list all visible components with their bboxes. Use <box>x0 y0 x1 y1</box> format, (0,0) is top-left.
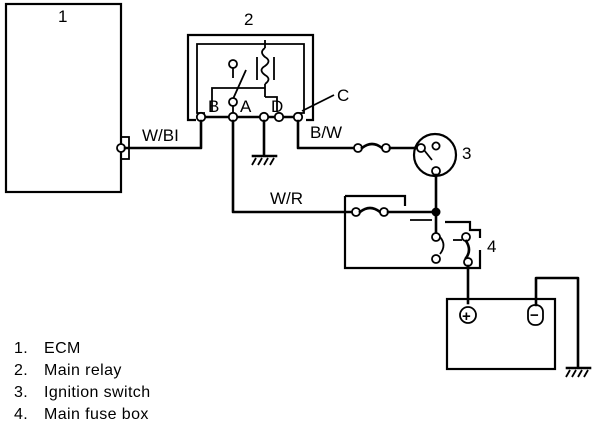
relay-contact-bottom <box>228 97 238 107</box>
main-relay: 2 B A D C <box>186 10 349 123</box>
wire-relay-a <box>231 119 354 214</box>
battery-positive-terminal <box>459 306 477 324</box>
legend: 1. ECM 2. Main relay 3. Ignition switch 4. M… <box>14 338 151 426</box>
ecm-box <box>4 2 123 194</box>
inline-fuse <box>360 142 384 150</box>
fuse-box-number: 4 <box>487 237 496 256</box>
terminal-c-label: C <box>337 86 349 105</box>
legend-number: 4. <box>14 406 29 423</box>
terminal-c-leader <box>301 94 335 112</box>
legend-item-ignition-switch: 3. Ignition switch <box>14 382 151 404</box>
relay-contact-top <box>228 59 238 69</box>
legend-number: 1. <box>14 340 29 357</box>
terminal-d-label: D <box>271 97 283 116</box>
ignition-contact <box>431 141 441 151</box>
battery: + − <box>445 297 557 371</box>
ignition-number: 3 <box>462 144 471 163</box>
wire-label-w-bl: W/BI <box>142 126 179 145</box>
terminal-b-label: B <box>208 97 219 116</box>
wire-ecm-to-relay <box>123 119 203 150</box>
battery-body <box>445 297 557 371</box>
legend-number: 2. <box>14 362 29 379</box>
fuse-box-terminal-a <box>431 232 441 242</box>
relay-outer-case <box>186 33 315 122</box>
battery-ground <box>565 366 592 378</box>
legend-number: 3. <box>14 384 29 401</box>
legend-label: Main fuse box <box>44 406 149 423</box>
wire-relay-to-fuse <box>296 119 356 150</box>
relay-coil <box>260 47 270 85</box>
fuse-box-fuse <box>358 206 382 214</box>
junction-dot <box>431 207 441 217</box>
main-fuse-box: 4 <box>343 194 496 270</box>
legend-item-main-relay: 2. Main relay <box>14 360 151 382</box>
legend-label: ECM <box>44 340 81 357</box>
ecm-number: 1 <box>58 7 67 26</box>
legend-label: Main relay <box>44 362 122 379</box>
battery-negative-sign: − <box>530 307 539 324</box>
legend-label: Ignition switch <box>44 384 151 401</box>
relay-ground <box>251 119 278 166</box>
wire-battery-ground <box>534 276 580 369</box>
relay-terminal-d <box>273 111 285 123</box>
ignition-switch: 3 <box>412 132 471 178</box>
legend-item-ecm: 1. ECM <box>14 338 151 360</box>
fuse-box-terminal-b <box>431 254 441 264</box>
ignition-terminal-in <box>416 143 426 153</box>
legend-item-main-fuse-box: 4. Main fuse box <box>14 404 151 426</box>
terminal-a-label: A <box>240 97 252 116</box>
ecm: 1 <box>4 2 130 194</box>
battery-positive-sign: + <box>462 308 471 325</box>
wire-label-b-w: B/W <box>310 123 342 142</box>
relay-number: 2 <box>244 10 253 29</box>
relay-switch-arm <box>232 69 247 100</box>
fuse-box-outline <box>343 196 482 270</box>
wire-label-w-r: W/R <box>270 189 303 208</box>
